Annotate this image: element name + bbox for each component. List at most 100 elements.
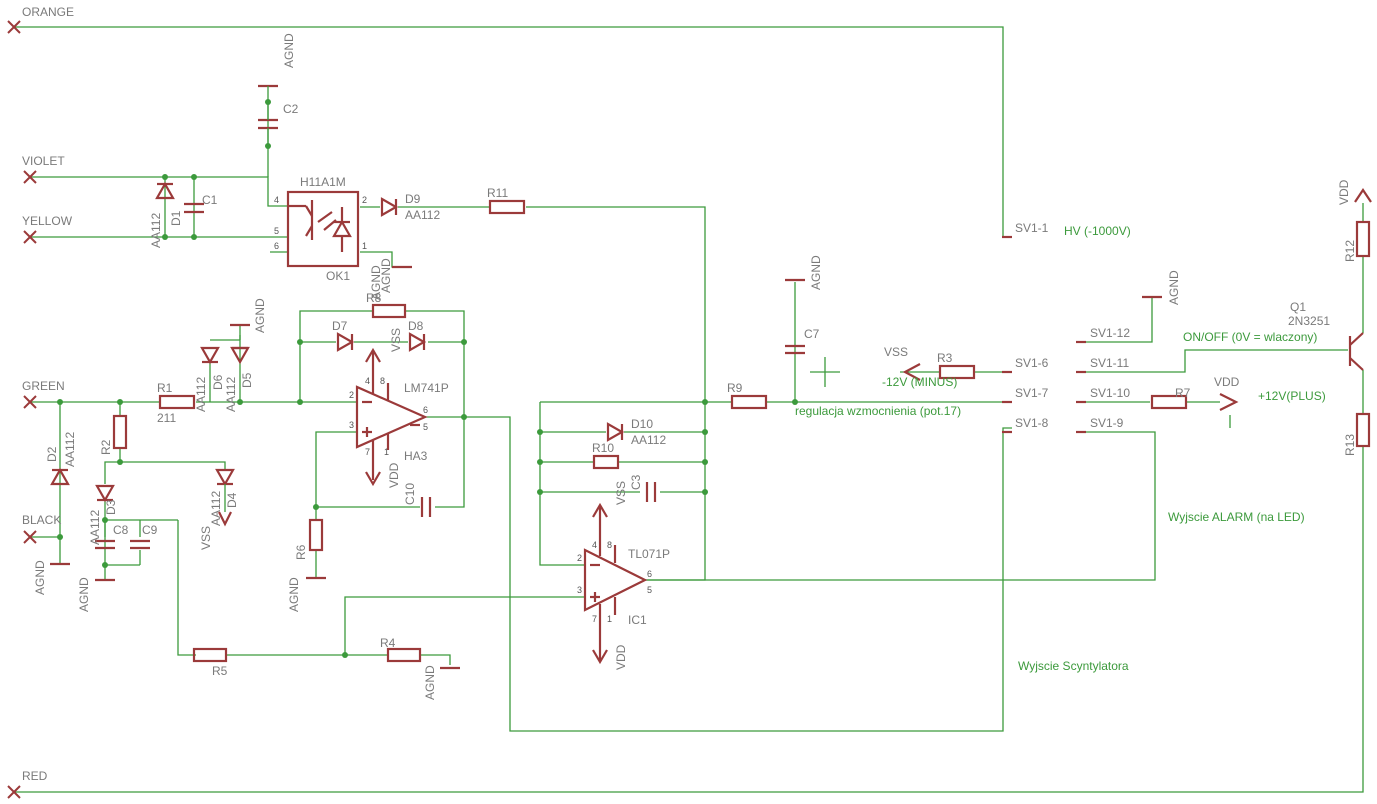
note-minus12: -12V (MINUS) [882, 375, 957, 389]
label-vss-d4: VSS [199, 526, 213, 550]
label-c2: C2 [283, 102, 299, 116]
labels: ORANGE VIOLET YELLOW GREEN BLACK RED C2 … [22, 5, 1357, 783]
label-sv1-1: SV1-1 [1015, 221, 1049, 235]
label-sv1-8: SV1-8 [1015, 416, 1049, 430]
note-hv: HV (-1000V) [1064, 224, 1131, 238]
pin-tl071-1: 1 [607, 614, 612, 624]
label-c8: C8 [113, 523, 129, 537]
label-d7: D7 [332, 319, 348, 333]
label-r1: R1 [157, 381, 173, 395]
capacitor-c3 [645, 482, 657, 502]
pin-ok1-4: 4 [274, 195, 279, 205]
pin-lm741-7: 7 [365, 447, 370, 457]
label-agnd-d5: AGND [253, 298, 267, 333]
pin-tl071-5: 5 [647, 585, 652, 595]
resistor-r11 [488, 199, 526, 215]
net-label-yellow: YELLOW [22, 214, 73, 228]
resistor-r2 [112, 414, 128, 450]
label-sv1-11: SV1-11 [1090, 356, 1129, 370]
label-d4-value: AA112 [209, 491, 223, 526]
capacitor-c10 [420, 497, 432, 517]
capacitor-c1 [184, 202, 204, 214]
label-lm741p: LM741P [404, 381, 449, 395]
label-agnd-r8: AGND [369, 265, 383, 300]
label-d8: D8 [408, 319, 424, 333]
pin-tl071-4: 4 [592, 540, 597, 550]
label-d4: D4 [225, 492, 239, 508]
label-d10-value: AA112 [631, 433, 666, 447]
label-agnd-c2: AGND [282, 33, 296, 68]
diode-d9 [380, 197, 399, 217]
vdd-arrow [1219, 393, 1239, 411]
resistor-r12 [1355, 220, 1371, 258]
label-d5: D5 [240, 372, 254, 388]
diode-d5 [230, 323, 250, 365]
label-sv1-12: SV1-12 [1090, 326, 1130, 340]
diode-d7 [336, 332, 355, 352]
pin-tl071-3: 3 [577, 585, 582, 595]
net-label-green: GREEN [22, 379, 65, 393]
pin-lm741-6: 6 [423, 405, 428, 415]
label-agnd-d2: AGND [33, 560, 47, 595]
resistor-r8 [371, 303, 407, 319]
label-r10: R10 [592, 441, 614, 455]
label-r6: R6 [294, 544, 308, 560]
note-scint: Wyjscie Scyntylatora [1018, 659, 1129, 673]
label-q1-type: 2N3251 [1288, 314, 1330, 328]
diode-d1 [155, 181, 175, 200]
label-q1: Q1 [1290, 300, 1306, 314]
label-r1-value: 211 [157, 411, 176, 425]
capacitor-c9 [130, 539, 150, 550]
net-label-black: BLACK [22, 513, 61, 527]
label-r3: R3 [937, 351, 953, 365]
resistor-r9 [730, 394, 768, 410]
label-sv1-10: SV1-10 [1090, 386, 1130, 400]
resistor-r10 [592, 454, 620, 470]
label-r8: R8 [366, 291, 382, 305]
pin-tl071-8: 8 [607, 540, 612, 550]
label-vss-tl071: VSS [614, 481, 628, 505]
label-r9: R9 [727, 381, 743, 395]
pin-ok1-1: 1 [362, 241, 367, 251]
diode-d3 [95, 484, 115, 503]
pin-lm741-2: 2 [349, 390, 354, 400]
label-d2: D2 [45, 446, 59, 462]
resistor-r3 [938, 364, 976, 380]
label-c3: C3 [629, 474, 643, 490]
label-agnd-r4: AGND [423, 665, 437, 700]
label-d3-value: AA112 [88, 510, 102, 545]
resistor-r13 [1355, 412, 1371, 448]
label-d9: D9 [405, 192, 421, 206]
pin-tl071-6: 6 [647, 569, 652, 579]
resistor-r5 [192, 647, 228, 663]
label-ha3: HA3 [404, 449, 428, 463]
note-plus12: +12V(PLUS) [1258, 389, 1326, 403]
resistor-r6 [308, 518, 324, 552]
diode-d8 [408, 332, 427, 352]
pin-lm741-1: 1 [384, 447, 389, 457]
label-agnd-r6: AGND [287, 577, 301, 612]
junctions [57, 99, 798, 658]
label-d1: D1 [169, 210, 183, 226]
label-d5-value: AA112 [224, 377, 238, 412]
pin-ok1-2: 2 [362, 195, 367, 205]
net-label-red: RED [22, 769, 48, 783]
net-markers [7, 20, 37, 799]
resistor-r4 [386, 647, 422, 663]
label-sv1-6: SV1-6 [1015, 356, 1049, 370]
diode-d2 [50, 467, 70, 566]
diode-d6 [200, 346, 220, 365]
diode-d4 [215, 468, 235, 527]
label-d9-value: AA112 [405, 208, 440, 222]
label-d3: D3 [104, 499, 118, 515]
net-label-violet: VIOLET [22, 154, 65, 168]
capacitor-c7 [785, 278, 840, 387]
pin-ok1-5: 5 [274, 226, 279, 236]
wires [14, 26, 1364, 793]
label-r2: R2 [99, 439, 113, 455]
label-agnd-ok1: AGND [379, 258, 393, 293]
label-r5: R5 [212, 664, 228, 678]
label-r4: R4 [380, 636, 396, 650]
label-vss-r3: VSS [884, 345, 908, 359]
label-r13: R13 [1343, 434, 1357, 456]
